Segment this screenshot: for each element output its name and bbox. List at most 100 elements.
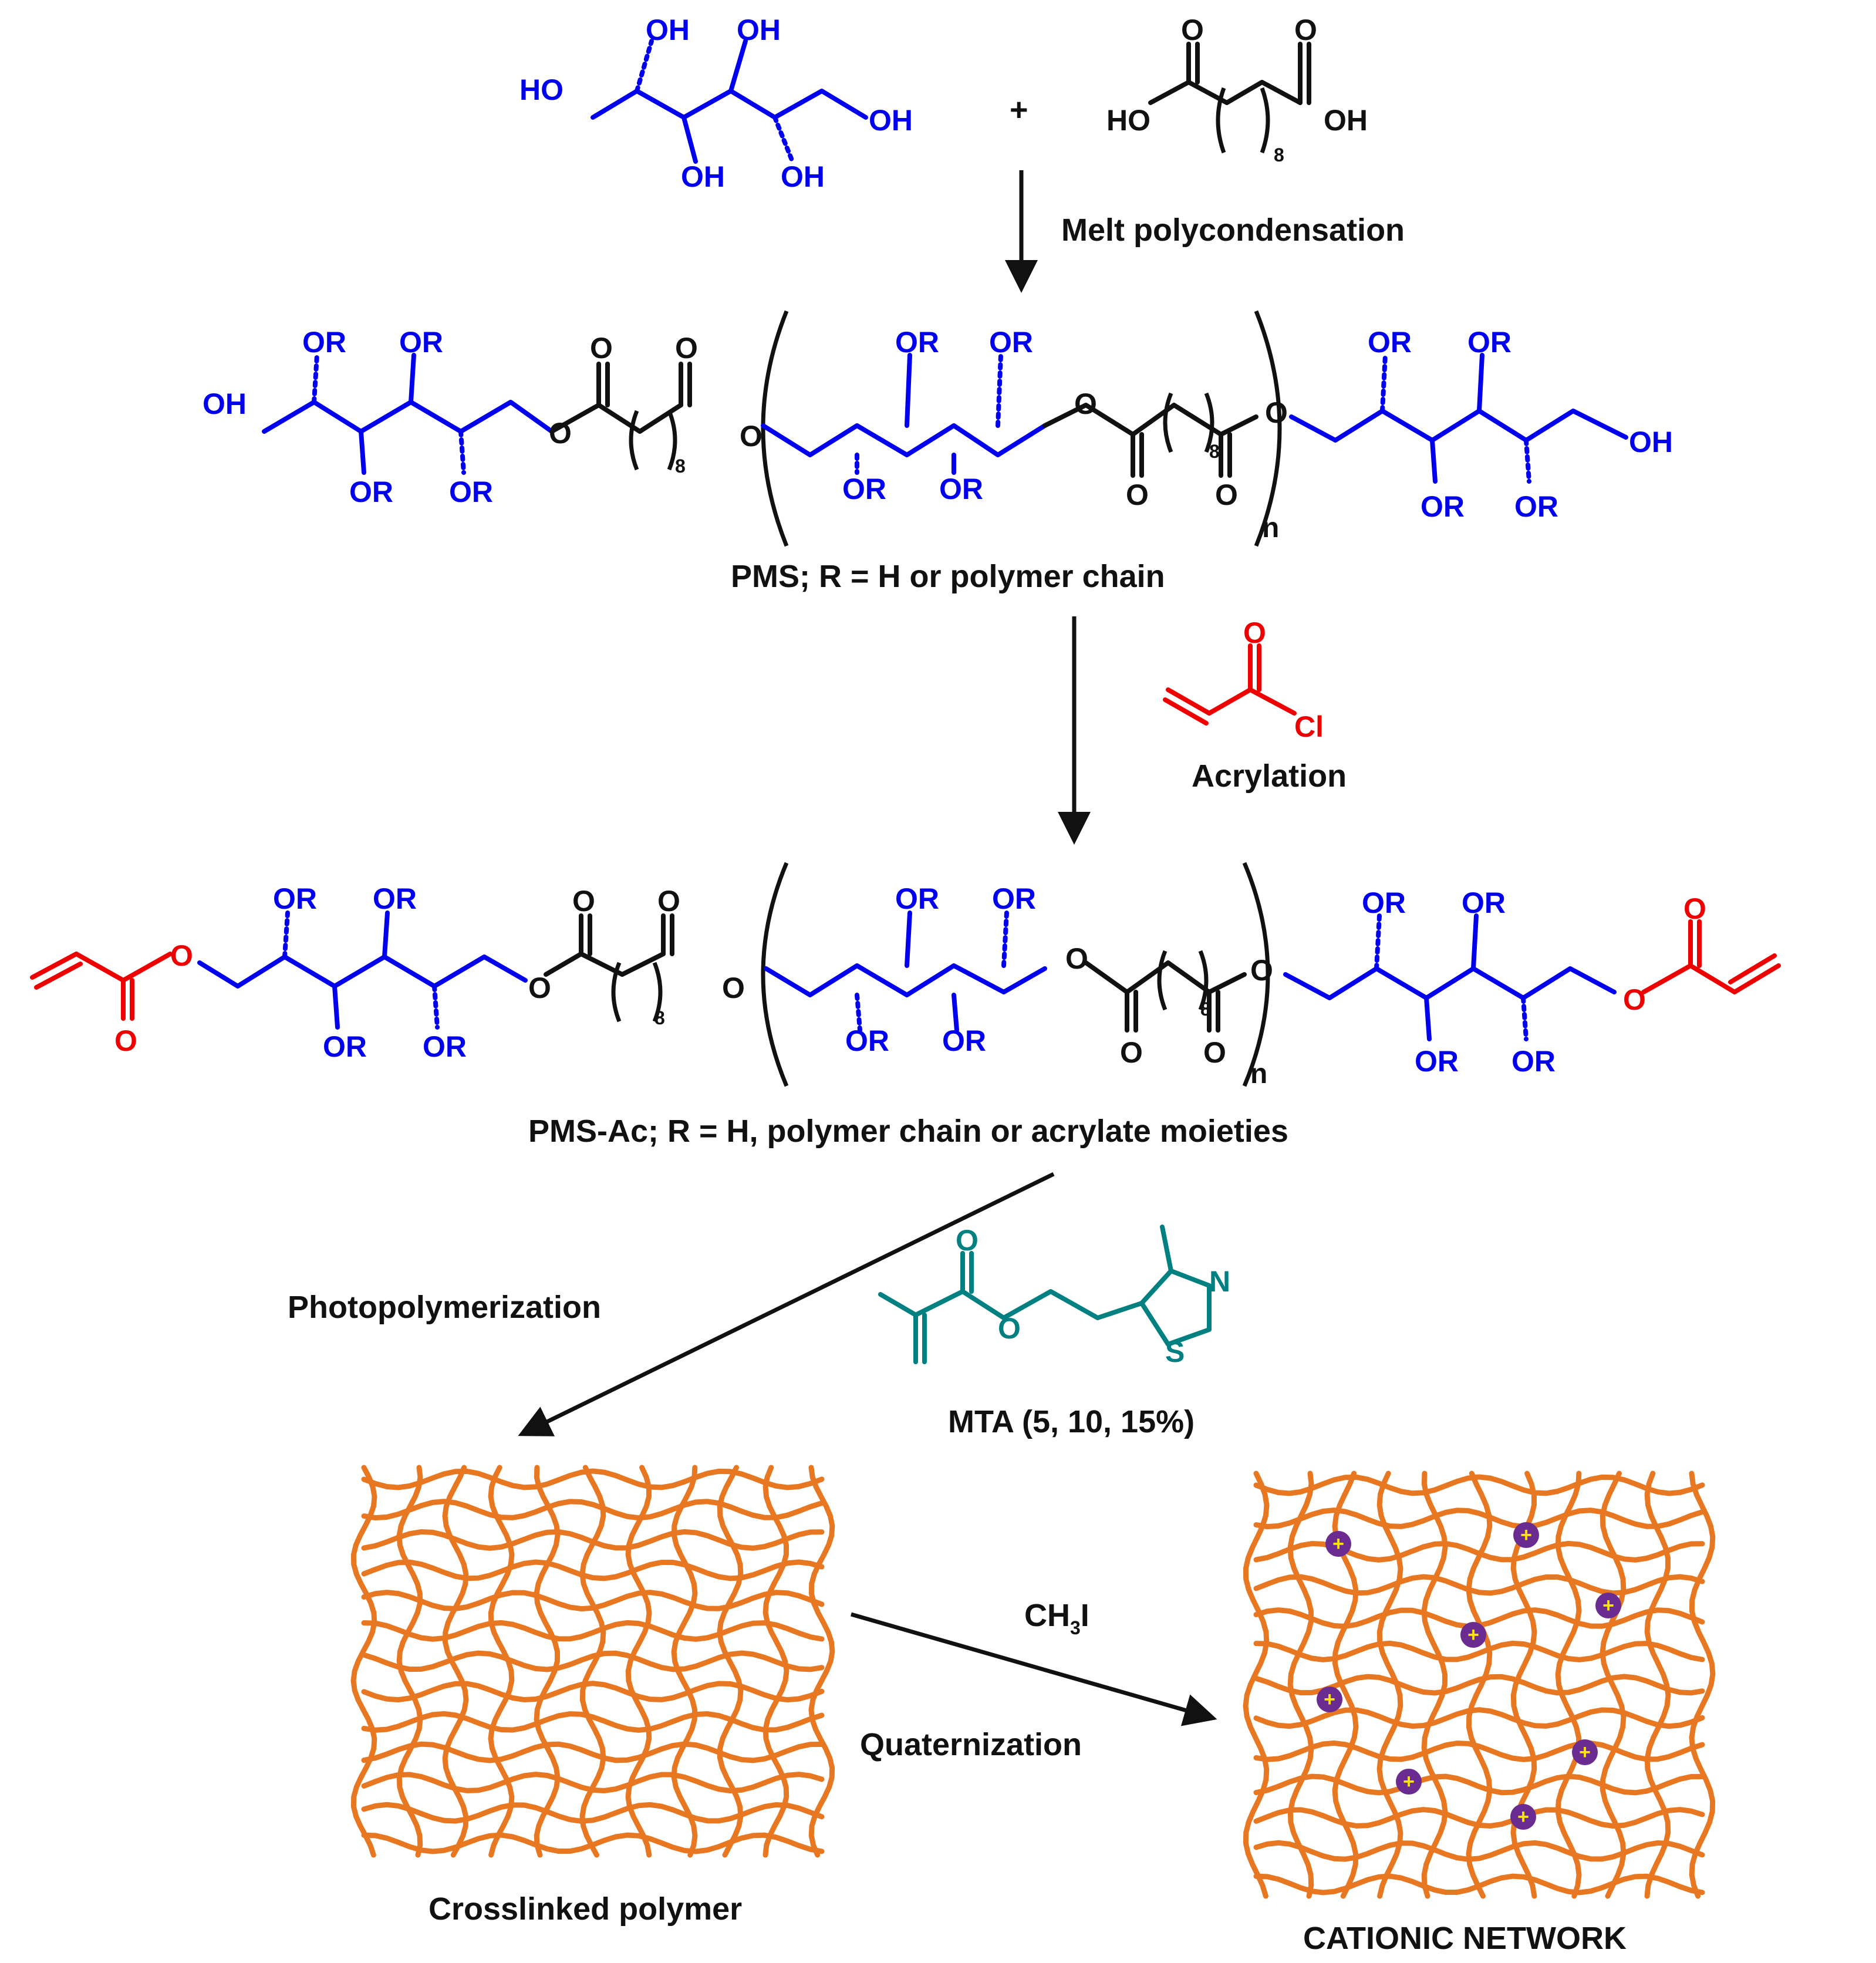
cation-plus-icon: +	[1332, 1533, 1344, 1555]
diacid-o-2: O	[1294, 14, 1317, 46]
mesh-strand	[361, 1802, 825, 1824]
label-pms: PMS; R = H or polymer chain	[731, 559, 1165, 594]
cationic-network-right	[1243, 1470, 1716, 1899]
cation-plus-icon: +	[1467, 1624, 1479, 1646]
mesh-crosslink	[625, 1465, 652, 1858]
pmsac-o-co-3: O	[1120, 1036, 1143, 1069]
mesh-crosslink	[1555, 1470, 1582, 1899]
mesh-crosslink	[1689, 1470, 1716, 1899]
pmsac-o-ester-4: O	[1250, 954, 1273, 987]
pms-or-3: OR	[349, 475, 393, 508]
mesh-crosslink	[671, 1465, 698, 1858]
cation-plus-icon: +	[1520, 1524, 1532, 1546]
label-crosslinked-polymer: Crosslinked polymer	[428, 1891, 742, 1927]
arrow-photopolymerization	[518, 1172, 1055, 1436]
pmsac-o-ester-3: O	[1065, 942, 1088, 975]
mesh-strand	[1253, 1740, 1705, 1762]
pmsac-or-10: OR	[1462, 886, 1506, 919]
pmsac-acr-o-left: O	[114, 1024, 137, 1057]
pmsac-acr-oe-right: O	[1623, 983, 1646, 1016]
acryloyl-chloride-structure: O Cl	[1163, 616, 1324, 743]
ch3i-main: CH	[1024, 1598, 1070, 1633]
pms-o-co-4: O	[1215, 478, 1238, 511]
cation-icon	[1317, 1687, 1342, 1712]
pms-or-4: OR	[449, 475, 493, 508]
sorbitol-oh-4: OH	[737, 14, 781, 46]
pmsac-o-co-4: O	[1203, 1036, 1226, 1069]
pmsac-or-9: OR	[1362, 886, 1406, 919]
pms-or-12: OR	[1514, 490, 1558, 523]
mesh-crosslink	[579, 1465, 606, 1858]
cation-plus-icon: +	[1324, 1688, 1335, 1711]
pms-repeat-8-left: 8	[675, 456, 686, 477]
mesh-strand	[361, 1741, 825, 1763]
mesh-crosslink	[488, 1465, 515, 1858]
pmsac-or-11: OR	[1415, 1045, 1459, 1078]
pmsac-o-co-1: O	[572, 885, 595, 918]
mesh-strand	[361, 1620, 825, 1642]
mesh-strand	[361, 1468, 825, 1490]
mesh-strand	[1253, 1640, 1705, 1662]
diacid-repeat-8: 8	[1274, 144, 1284, 166]
mesh-crosslink	[808, 1465, 835, 1858]
mta-n: N	[1209, 1265, 1230, 1298]
pmsac-repeat-8-mid: 8	[1200, 999, 1211, 1020]
crosslinked-network-left	[350, 1465, 835, 1858]
label-mta: MTA (5, 10, 15%)	[948, 1404, 1195, 1439]
pmsac-repeat-n: n	[1250, 1058, 1267, 1090]
pmsac-acr-oe-left: O	[170, 939, 193, 972]
pms-repeat-n: n	[1262, 512, 1279, 544]
cation-icon	[1595, 1593, 1621, 1618]
pms-o-ester-2: O	[740, 420, 762, 453]
mesh-crosslink	[1287, 1470, 1314, 1899]
pms-o-ester-3: O	[1074, 387, 1097, 420]
mesh-crosslink	[762, 1465, 789, 1858]
pms-or-10: OR	[1467, 326, 1511, 359]
label-ch3i: CH3I	[1024, 1598, 1089, 1638]
ch3i-sub: 3	[1070, 1617, 1081, 1638]
pmsac-or-2: OR	[373, 882, 417, 915]
mesh-crosslink	[1376, 1470, 1403, 1899]
mesh-crosslink	[1243, 1470, 1270, 1899]
plus-sign: +	[1010, 92, 1028, 127]
pmsac-acr-o-right: O	[1683, 892, 1706, 925]
pms-o-co-3: O	[1126, 478, 1149, 511]
mesh-crosslink	[1600, 1470, 1627, 1899]
cation-markers: ++++++++	[1317, 1522, 1621, 1830]
sorbitol-oh-5: OH	[781, 160, 825, 193]
pms-or-5: OR	[895, 326, 939, 359]
mesh-strand	[1253, 1507, 1705, 1530]
pmsac-or-7: OR	[845, 1024, 889, 1057]
cation-icon	[1510, 1804, 1536, 1830]
diacid-o-1: O	[1181, 14, 1204, 46]
cation-plus-icon: +	[1403, 1770, 1415, 1793]
mesh-crosslink	[1421, 1470, 1448, 1899]
pmsac-o-co-2: O	[657, 885, 680, 918]
pmsac-or-6: OR	[992, 882, 1036, 915]
pms-structure: OH OR OR OR OR O O O 8 O n OR OR OR OR O	[203, 310, 1673, 547]
ch3i-end: I	[1081, 1598, 1089, 1633]
mta-o-ester: O	[998, 1312, 1021, 1345]
mesh-strand	[361, 1711, 825, 1733]
mesh-strand	[361, 1650, 825, 1672]
sorbitol-ho-left: HO	[519, 73, 564, 106]
mesh-strand	[1253, 1474, 1705, 1496]
pms-or-11: OR	[1421, 490, 1465, 523]
label-cationic-network: CATIONIC NETWORK	[1303, 1921, 1627, 1956]
pmsac-or-5: OR	[895, 882, 939, 915]
pmsac-o-ester-1: O	[528, 972, 551, 1004]
pms-or-2: OR	[399, 326, 443, 359]
arrow-quaternization	[851, 1612, 1217, 1726]
label-acrylation: Acrylation	[1192, 758, 1347, 794]
sorbitol-oh-right: OH	[869, 104, 913, 137]
pms-or-6: OR	[989, 326, 1033, 359]
mesh-strand	[361, 1499, 825, 1521]
sorbitol-structure: HO OH OH OH OH OH	[519, 14, 913, 193]
mesh-strand	[361, 1559, 825, 1581]
mesh-crosslink	[717, 1465, 744, 1858]
pmsac-or-8: OR	[942, 1024, 986, 1057]
pms-or-8: OR	[939, 473, 983, 505]
label-melt-polycondensation: Melt polycondensation	[1061, 213, 1405, 248]
pmsac-o-ester-2: O	[722, 972, 745, 1004]
